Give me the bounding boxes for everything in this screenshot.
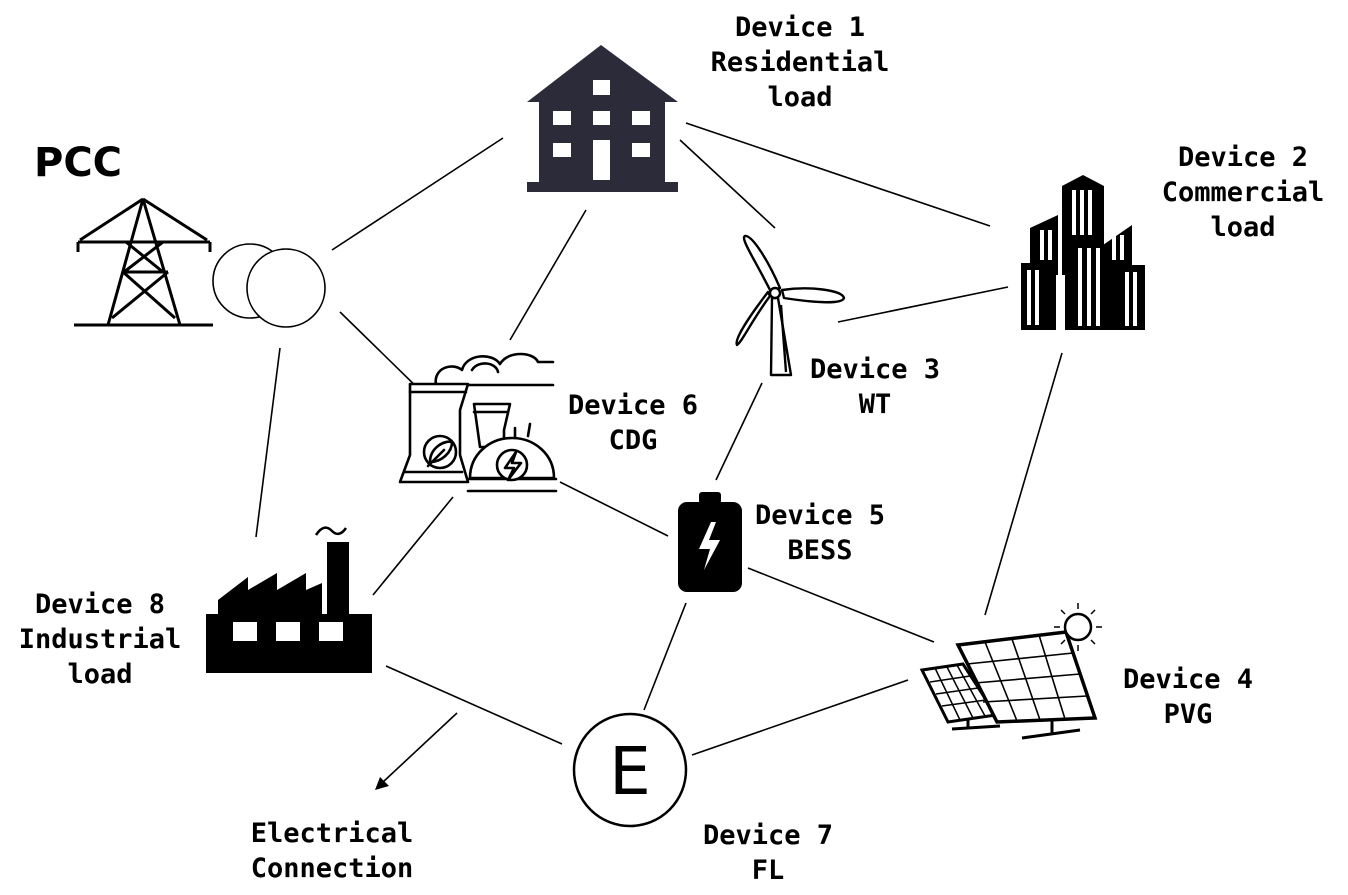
connection-wt-bess [715,382,763,481]
device-2-id: Device 2 [1177,142,1309,173]
device-2-kind: load [1210,212,1276,243]
leaf-icon [422,434,458,470]
connection-pcc-industrial [255,347,281,538]
smoke-icon [314,526,348,536]
device-1-id: Device 1 [734,12,866,43]
connection-pcc-residential [331,137,504,251]
connection-residential-cdg [509,209,587,341]
connection-cdg-bess [559,481,669,537]
connection-commercial-pvg [984,352,1063,616]
legend-arrow-icon [375,712,458,790]
residential-building-icon [527,45,678,192]
connection-bess-pvg [747,567,935,643]
factory-icon [206,526,372,673]
device-8-kind: load [67,659,133,690]
flexible-load-icon: E [572,712,688,828]
device-1-label: Device 1 Residential load [690,10,910,115]
device-4-type: PVG [1163,699,1213,730]
transmission-tower-icon [74,197,213,327]
device-5-label: Device 5 BESS [740,498,900,568]
device-4-label: Device 4 PVG [1108,662,1268,732]
device-6-id: Device 6 [567,390,699,421]
connection-residential-commercial [685,122,991,227]
pcc-label: PCC [34,140,123,186]
connection-residential-wt [679,139,776,229]
legend-line-1: Electrical [250,818,414,849]
device-2-label: Device 2 Commercial load [1143,140,1343,245]
legend-label: Electrical Connection [232,816,432,886]
device-8-type: Industrial [18,624,182,655]
device-2-type: Commercial [1161,177,1325,208]
commercial-buildings-icon [1021,175,1145,330]
sun-icon [1054,603,1102,651]
device-4-id: Device 4 [1122,664,1254,695]
connection-wt-commercial [837,286,1009,323]
device-8-label: Device 8 Industrial load [2,587,198,692]
lightning-icon [495,448,529,482]
power-plant-icon [398,352,558,493]
connection-industrial-fl [385,665,563,745]
legend-line-2: Connection [250,853,414,884]
solar-panel-icon [919,603,1102,740]
device-7-label: Device 7 FL [688,818,848,888]
device-6-type: CDG [608,425,658,456]
device-1-kind: load [767,82,833,113]
device-5-id: Device 5 [754,500,886,531]
transformer-icon [212,243,326,328]
battery-icon [678,492,742,592]
connection-bess-fl [643,602,687,711]
fl-symbol: E [609,733,651,810]
device-3-label: Device 3 WT [795,352,955,422]
device-7-id: Device 7 [702,820,834,851]
device-8-id: Device 8 [34,589,166,620]
device-6-label: Device 6 CDG [553,388,713,458]
device-1-type: Residential [710,47,890,78]
wind-turbine-icon [735,234,846,377]
connection-fl-pvg [691,679,909,756]
connections [255,122,1063,756]
device-3-id: Device 3 [809,354,941,385]
device-7-type: FL [751,855,785,886]
device-5-type: BESS [787,535,853,566]
device-3-type: WT [858,389,892,420]
connection-cdg-industrial [372,496,454,596]
